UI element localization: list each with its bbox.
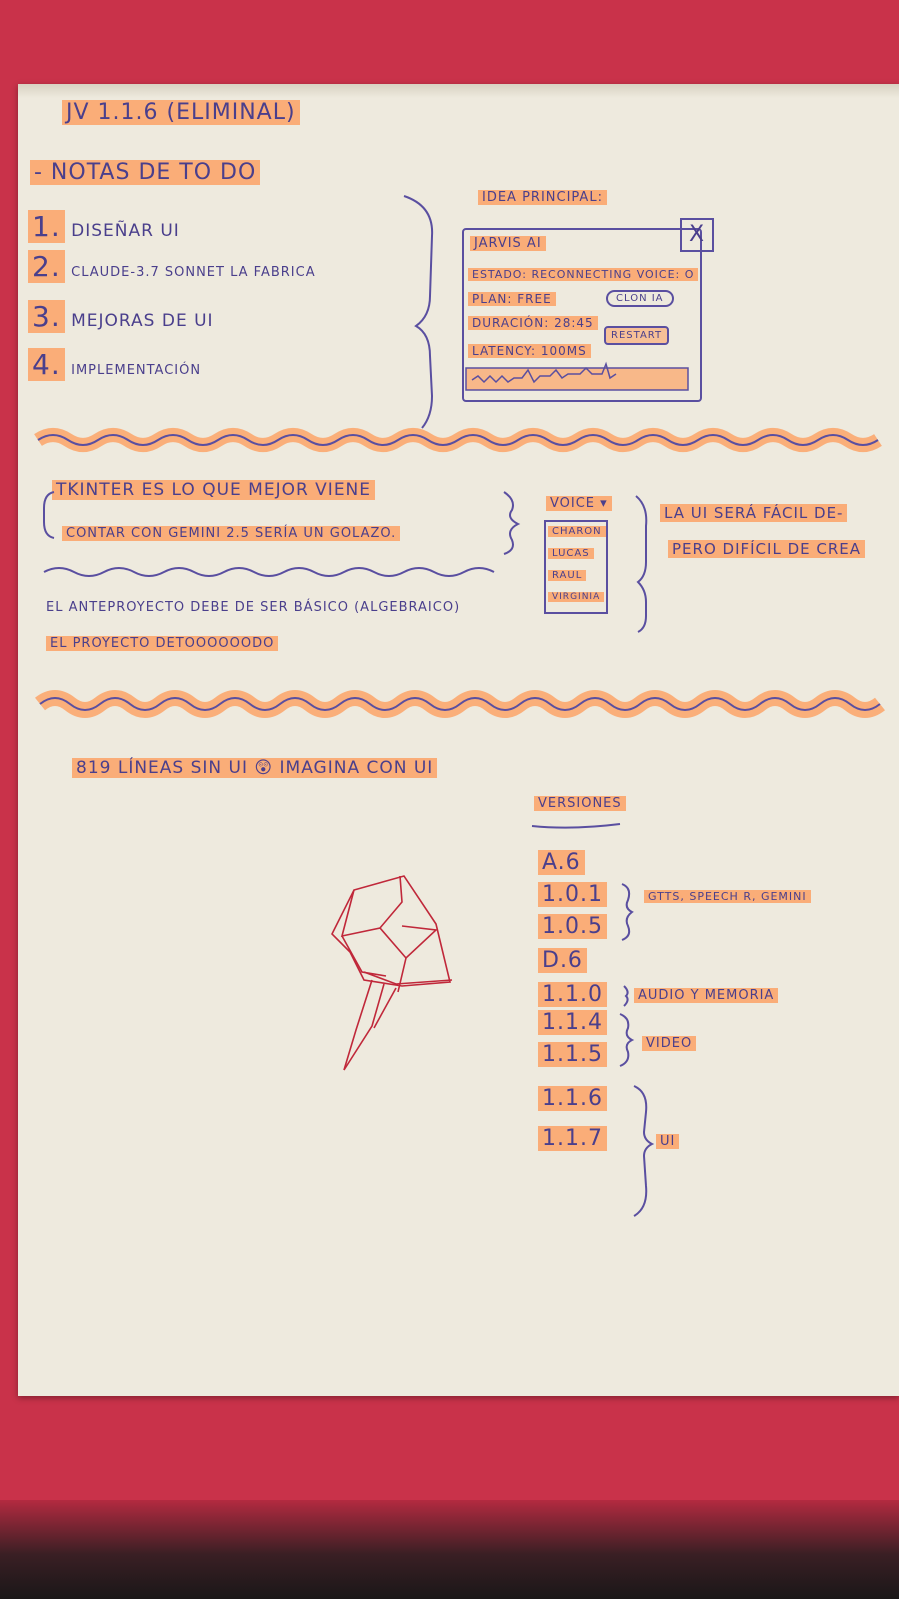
brace-v3 <box>619 1013 635 1067</box>
mockup-estado: ESTADO: RECONNECTING VOICE: O <box>468 268 699 281</box>
version-item: 1.1.5 <box>538 1042 607 1067</box>
version-note-ui: UI <box>656 1134 680 1149</box>
separator-wave-3-ink <box>39 697 881 711</box>
mockup-latency: LATENCY: 100MS <box>468 344 591 358</box>
voice-label: VOICE ▾ <box>546 496 612 511</box>
tkinter-line-1: TKINTER ES LO QUE MEJOR VIENE <box>52 480 376 500</box>
voice-option: RAUL <box>548 570 587 581</box>
waveform-icon <box>471 361 617 384</box>
brace-right <box>635 495 648 633</box>
list-item: 3. MEJORAS DE UI <box>28 300 214 333</box>
dark-floor <box>0 1500 899 1599</box>
version-item: 1.0.5 <box>538 914 607 939</box>
bracket-left <box>43 491 55 539</box>
notebook-page <box>18 84 899 1396</box>
version-item: D.6 <box>538 948 587 973</box>
ui-mockup-window <box>462 228 702 402</box>
notes-heading: - NOTAS DE TO DO <box>30 160 261 185</box>
list-item: 1. DISEÑAR UI <box>28 210 180 243</box>
version-item: 1.1.0 <box>538 982 607 1007</box>
waveform-bar <box>465 367 689 391</box>
separator-wave-2-ink <box>43 567 495 577</box>
brace-notes <box>403 195 434 429</box>
version-item: 1.0.1 <box>538 882 607 907</box>
ui-note-line-2: PERO DIFÍCIL DE CREA <box>668 540 865 558</box>
versions-heading: VERSIONES <box>534 796 626 811</box>
restart-button: RESTART <box>604 326 670 345</box>
version-item: A.6 <box>538 850 585 875</box>
red-sketch <box>331 875 453 1071</box>
voice-option: LUCAS <box>548 548 594 559</box>
list-item: 2. CLAUDE-3.7 SONNET LA FABRICA <box>28 250 316 283</box>
ui-note-line-1: LA UI SERÁ FÁCIL DE- <box>660 504 848 522</box>
idea-label: IDEA PRINCIPAL: <box>478 190 607 205</box>
brace-v4 <box>633 1085 655 1217</box>
voice-dropdown <box>544 520 608 614</box>
version-note-gtts: GTTS, SPEECH R, GEMINI <box>644 890 811 903</box>
version-item: 1.1.7 <box>538 1126 607 1151</box>
brace-tkinter <box>503 491 521 555</box>
brace-v1 <box>621 883 634 941</box>
proyecto-line-2: EL PROYECTO DETOOOOOODO <box>46 636 279 651</box>
brace-v2 <box>623 985 629 1007</box>
voice-option: VIRGINIA <box>548 592 605 602</box>
version-note-audio: AUDIO Y MEMORIA <box>634 988 779 1003</box>
voice-option: CHARON <box>548 526 606 537</box>
version-item: 1.1.6 <box>538 1086 607 1111</box>
close-icon: X <box>680 218 714 252</box>
version-item: 1.1.4 <box>538 1010 607 1035</box>
page-title: JV 1.1.6 (ELIMINAL) <box>62 100 300 125</box>
lines-note: 819 LÍNEAS SIN UI 😲 IMAGINA CON UI <box>72 758 438 778</box>
list-item: 4. IMPLEMENTACIÓN <box>28 348 201 381</box>
version-note-video: VIDEO <box>642 1036 697 1051</box>
tkinter-line-2: CONTAR CON GEMINI 2.5 SERÍA UN GOLAZO. <box>62 526 401 541</box>
mockup-duracion: DURACIÓN: 28:45 <box>468 316 598 330</box>
mockup-plan: PLAN: FREE <box>468 292 556 306</box>
clon-button: CLON IA <box>606 290 674 307</box>
separator-wave-1-ink <box>37 434 879 446</box>
proyecto-line-1: EL ANTEPROYECTO DEBE DE SER BÁSICO (ALGE… <box>46 600 461 615</box>
mockup-title: JARVIS AI <box>470 236 546 251</box>
versions-underline <box>531 823 621 829</box>
